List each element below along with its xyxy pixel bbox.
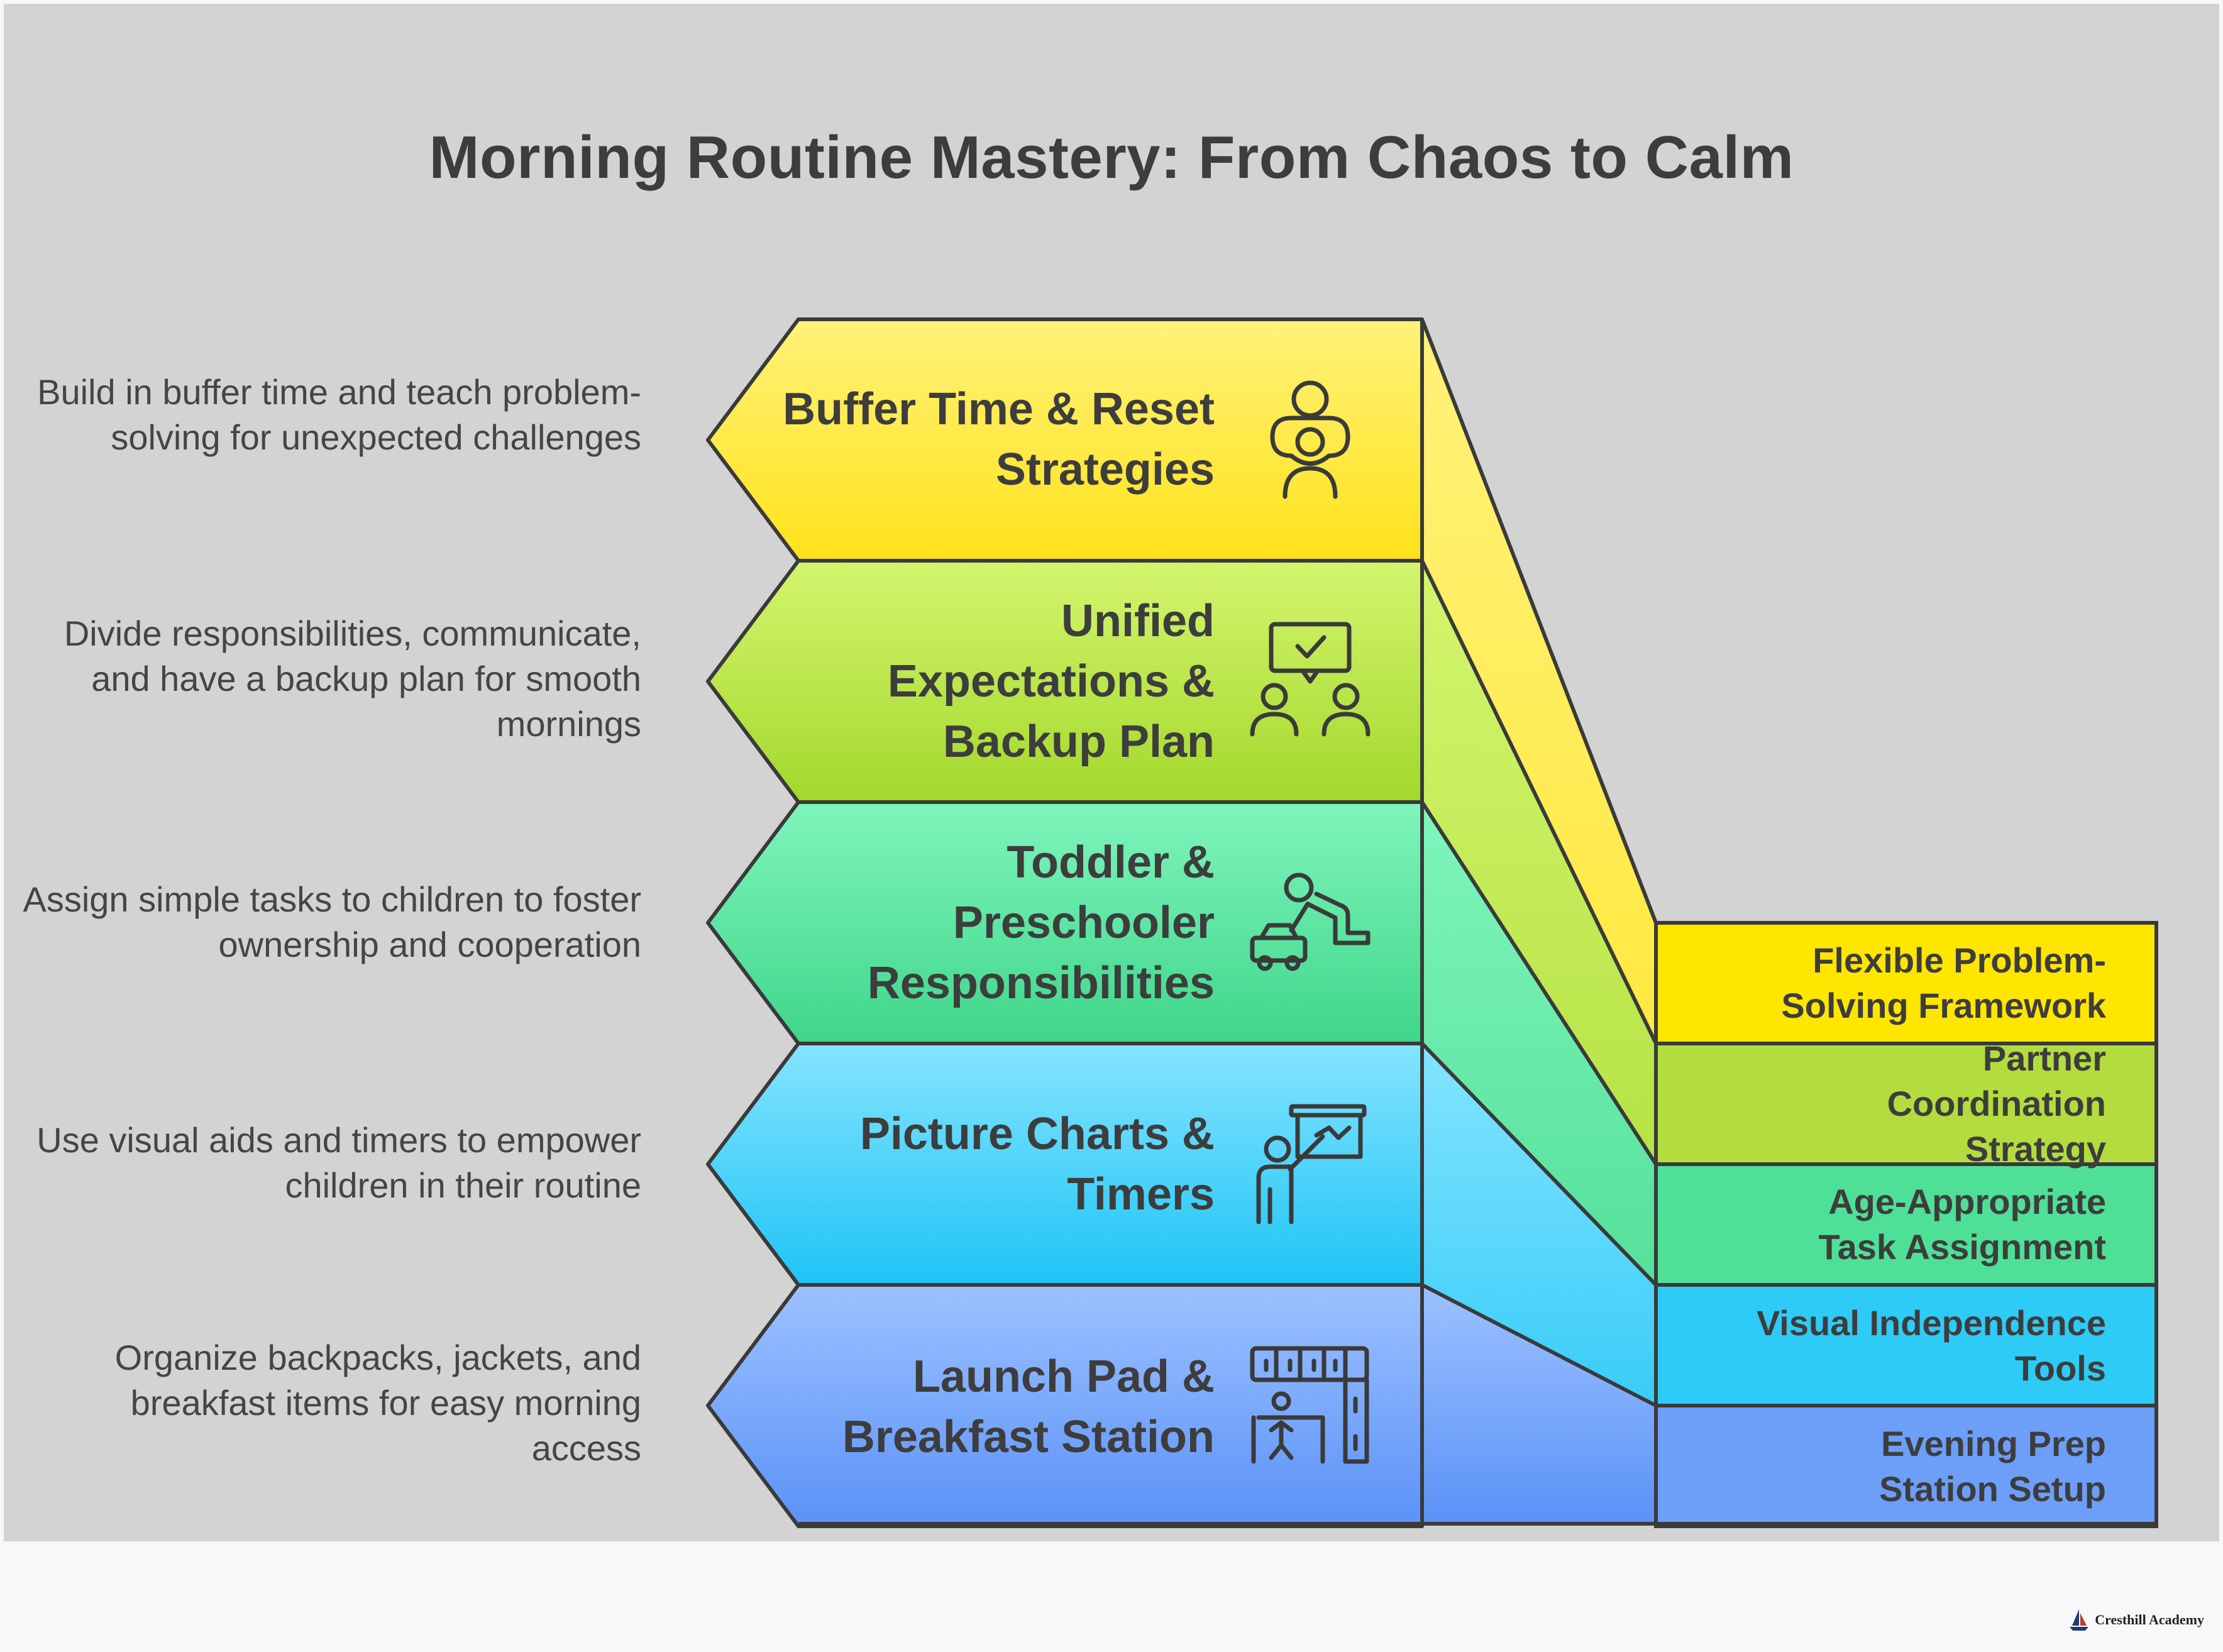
level-5-description: Organize backpacks, jackets, and breakfa… [114,1338,641,1468]
level-2-label: Unified Expectations & Backup Plan [887,596,1215,767]
sailboat-logo-icon [2070,1609,2089,1631]
level-4-label: Picture Charts & Timers [859,1109,1215,1220]
level-5-side-box [1654,1404,2158,1528]
level-3-label: Toddler & Preschooler Responsibilities [867,837,1215,1008]
level-1-side-box [1654,921,2158,1045]
child-playing-car-icon [1250,873,1371,971]
level-5-label: Launch Pad & Breakfast Station [842,1352,1215,1462]
page-title: Morning Routine Mastery: From Chaos to C… [429,124,1794,191]
presenter-chart-icon [1256,1104,1367,1225]
parent-holding-child-icon [1270,380,1350,499]
brand-name: Cresthill Academy [2095,1612,2204,1627]
level-5-band [706,1283,1424,1528]
level-5-side-label: Evening Prep Station Setup [1879,1424,2106,1509]
level-2-side-label: Partner Coordination Strategy [1887,1038,2106,1169]
level-3-side-box [1654,1162,2158,1287]
level-3-side-label: Age-Appropriate Task Assignment [1818,1182,2106,1267]
level-4-description: Use visual aids and timers to empower ch… [36,1120,641,1205]
level-2-description: Divide responsibilities, communicate, an… [63,614,641,744]
lockers-desk-icon [1250,1346,1369,1464]
level-1-label: Buffer Time & Reset Strategies [783,384,1215,495]
meeting-checkmark-icon [1250,622,1371,737]
level-4-side-box [1654,1283,2158,1407]
brand: Cresthill Academy [2068,1607,2204,1633]
level-1-side-label: Flexible Problem-Solving Framework [1781,940,2106,1025]
level-4-side-label: Visual Independence Tools [1756,1303,2106,1388]
level-3-description: Assign simple tasks to children to foste… [23,879,641,964]
level-1-description: Build in buffer time and teach problem-s… [37,372,641,457]
level-2-side-box [1654,1042,2158,1166]
